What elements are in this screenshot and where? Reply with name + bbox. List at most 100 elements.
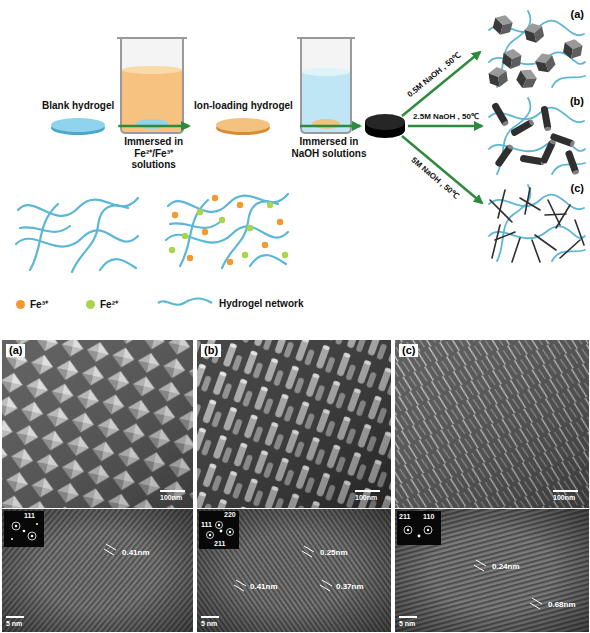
legend-text: Fe³⁺	[30, 297, 48, 311]
tem-image-a	[104, 549, 114, 555]
label-slot: 100nm	[160, 494, 182, 502]
sem-image-c	[395, 340, 589, 508]
product-structure: (c)	[486, 182, 586, 268]
label-slot: (a)	[6, 344, 25, 357]
tem-image-b	[236, 580, 246, 586]
tem-image-b	[197, 509, 391, 632]
ion-loaded-network-drawing	[182, 233, 188, 239]
ion-loaded-network-drawing	[187, 255, 193, 261]
tem-image-b	[216, 522, 223, 529]
scale-label: 100nm	[355, 494, 377, 502]
tem-image-c	[418, 535, 421, 538]
label-slot: 0.41nm	[122, 548, 150, 557]
scale-label: 100nm	[160, 494, 182, 502]
label-slot: 0.37nm	[336, 582, 364, 591]
nanorods-in-network	[565, 150, 580, 176]
panel-letter: (a)	[6, 344, 25, 357]
label-slot: 0.25nm	[320, 548, 348, 557]
sem-image-a	[2, 340, 193, 508]
legend-item: Hydrogel network	[156, 297, 303, 309]
beaker-naoh-solution	[297, 38, 355, 133]
nanowires-in-network	[575, 220, 584, 245]
tem-image-c	[474, 560, 542, 609]
nanowires-in-network	[548, 200, 560, 225]
nanowires-in-network	[492, 225, 500, 258]
tem-image-c	[476, 560, 486, 566]
tem-image-b	[220, 530, 223, 533]
ion-loaded-network-drawing	[282, 252, 288, 258]
legend-swatch	[16, 300, 25, 309]
tem-image-c	[474, 565, 484, 571]
octahedra-in-network	[533, 50, 557, 75]
tem-image-c	[397, 511, 441, 545]
tem-image-b	[229, 531, 231, 533]
plane-index: 220	[224, 511, 236, 519]
nanowires-in-network	[490, 188, 584, 262]
octahedra-in-network	[488, 66, 509, 88]
tem-image-b	[218, 524, 220, 526]
sem-image-b	[197, 340, 391, 508]
panel-letter: (b)	[568, 95, 586, 107]
octahedra-in-network	[514, 66, 539, 92]
tem-image-a	[28, 532, 36, 540]
d-spacing: 0.25nm	[320, 548, 348, 557]
nanowires-in-network	[525, 188, 530, 214]
nanowires-in-network	[520, 198, 540, 210]
tem-image-a	[6, 616, 24, 618]
legend-text: Fe²⁺	[100, 297, 118, 311]
panel-letter: (c)	[569, 182, 586, 194]
hydrogel-network-drawing	[16, 198, 138, 272]
plane-index: 110	[423, 513, 434, 521]
ion-loaded-network-drawing	[227, 259, 233, 265]
nanorods-in-network	[540, 139, 557, 165]
ion-loaded-network-drawing	[166, 194, 288, 268]
scale-label: 5 nm	[399, 620, 415, 628]
sem-image-b	[197, 340, 391, 508]
label-slot: 5 nm	[399, 620, 415, 628]
sem-image-a	[160, 490, 185, 492]
ion-loaded-network-drawing	[172, 195, 283, 265]
tem-image-c	[395, 509, 589, 632]
condition-label: 0.5M NaOH , 50℃	[406, 51, 463, 100]
tem-image-c	[407, 529, 409, 531]
tem-image-b	[197, 509, 391, 632]
octahedra-in-network	[488, 11, 585, 92]
blank-hydrogel: Blank hydrogel	[40, 100, 116, 137]
legend-item: Fe³⁺	[16, 297, 48, 311]
beaker-iron-solution	[122, 66, 182, 74]
d-spacing: 0.41nm	[122, 548, 150, 557]
tem-image-a	[2, 509, 193, 632]
label-slot: 211	[214, 540, 225, 548]
black-hydrogel-disc	[365, 114, 405, 130]
label-slot: Immersed in NaOH solutions	[288, 136, 370, 159]
label-slot: 5M NaOH , 50℃	[409, 155, 460, 200]
tem-image-b	[199, 511, 239, 549]
nanowires-in-network	[489, 185, 585, 262]
nanowires-in-network	[489, 185, 585, 261]
tem-image-a	[12, 522, 36, 540]
label-slot: 2.5M NaOH , 50℃	[413, 112, 479, 121]
plane-index: 111	[24, 512, 35, 520]
tem-image-a	[23, 530, 26, 533]
product-structure: (a)	[486, 8, 586, 88]
tem-image-b	[209, 534, 211, 536]
nanowires-in-network	[512, 238, 520, 262]
beaker-naoh-solution	[301, 38, 351, 133]
ion-loaded-network-drawing	[197, 209, 203, 215]
octahedra-in-network	[502, 48, 523, 70]
tem-image-a	[31, 535, 33, 537]
label-slot: 111	[201, 521, 212, 529]
tem-image-c	[395, 509, 589, 632]
tem-image-b	[201, 616, 219, 618]
label-slot: (b)	[201, 344, 221, 357]
legend-swatch	[86, 300, 95, 309]
tem-image-b	[234, 546, 332, 591]
sem-image-c	[395, 340, 589, 508]
hydrogel-disc	[51, 118, 105, 132]
nanowires-in-network	[560, 240, 580, 258]
nanorods-in-network	[510, 118, 535, 137]
tem-image-b	[234, 585, 244, 591]
beaker-iron-solution	[121, 38, 183, 133]
process-arrow	[300, 125, 360, 128]
nanowires-in-network	[498, 190, 505, 218]
